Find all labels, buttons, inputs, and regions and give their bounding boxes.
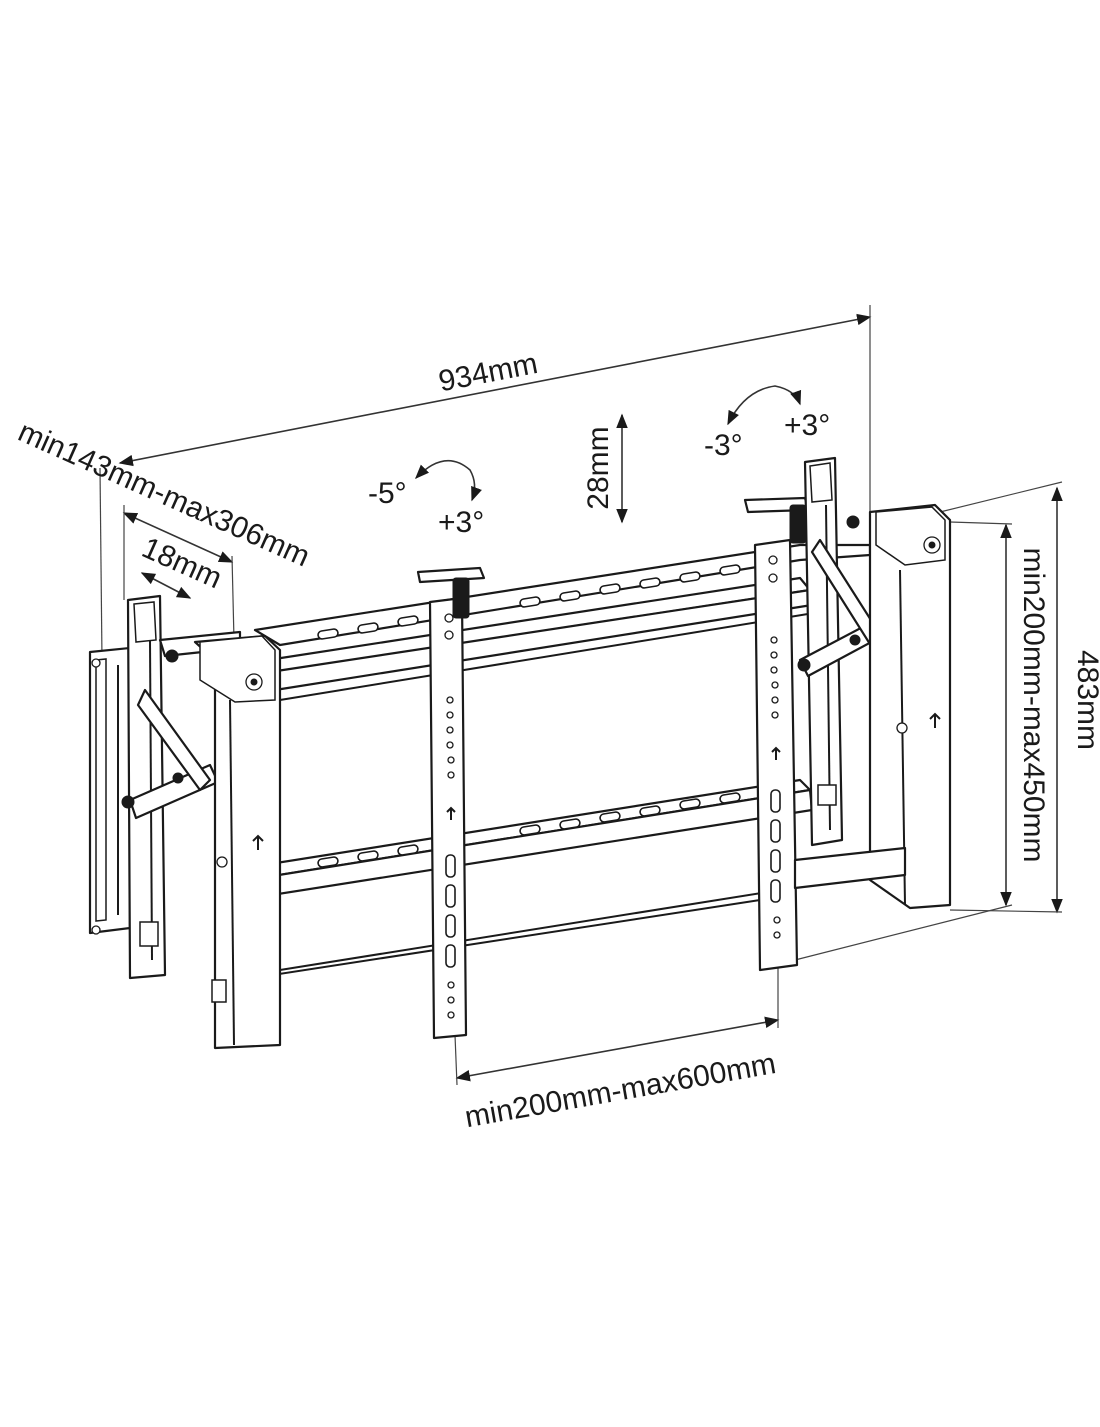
dimension-vertical-range: min200mm-max450mm xyxy=(794,521,1050,961)
dimension-depth: min143mm-max306mm xyxy=(13,415,314,641)
tilt-right-minus-label: -3° xyxy=(704,429,743,462)
left-popout-arm xyxy=(121,594,242,980)
left-wall-plate xyxy=(88,646,132,935)
wall-mount-drawing xyxy=(88,456,952,1050)
tilt-left-indicator: -5° +3° xyxy=(368,459,484,539)
tilt-left-minus-label: -5° xyxy=(368,477,407,510)
dimension-popout: 28mm xyxy=(582,413,628,524)
dimension-overall-height: 483mm xyxy=(939,481,1100,914)
popout-label: 28mm xyxy=(582,426,615,509)
tilt-left-plus-label: +3° xyxy=(438,506,484,539)
thickness-label: 18mm xyxy=(137,531,227,595)
right-vertical-strap xyxy=(743,496,810,972)
top-rail-slots xyxy=(317,564,741,640)
left-vertical-strap xyxy=(416,566,486,1040)
tilt-right-plus-label: +3° xyxy=(784,409,830,442)
dimension-horizontal-range: min200mm-max600mm xyxy=(454,968,780,1134)
tilt-right-indicator: -3° +3° xyxy=(704,385,830,462)
bottom-rail xyxy=(230,778,814,981)
left-upright-post xyxy=(193,634,282,1050)
dimension-thickness: 18mm xyxy=(137,531,227,599)
overall-height-label: 483mm xyxy=(1071,650,1100,750)
bottom-rail-slots xyxy=(317,792,741,868)
horizontal-range-label: min200mm-max600mm xyxy=(462,1047,778,1134)
vertical-range-label: min200mm-max450mm xyxy=(1017,547,1050,862)
right-lower-bar xyxy=(793,846,907,890)
right-upright-post xyxy=(868,503,952,910)
